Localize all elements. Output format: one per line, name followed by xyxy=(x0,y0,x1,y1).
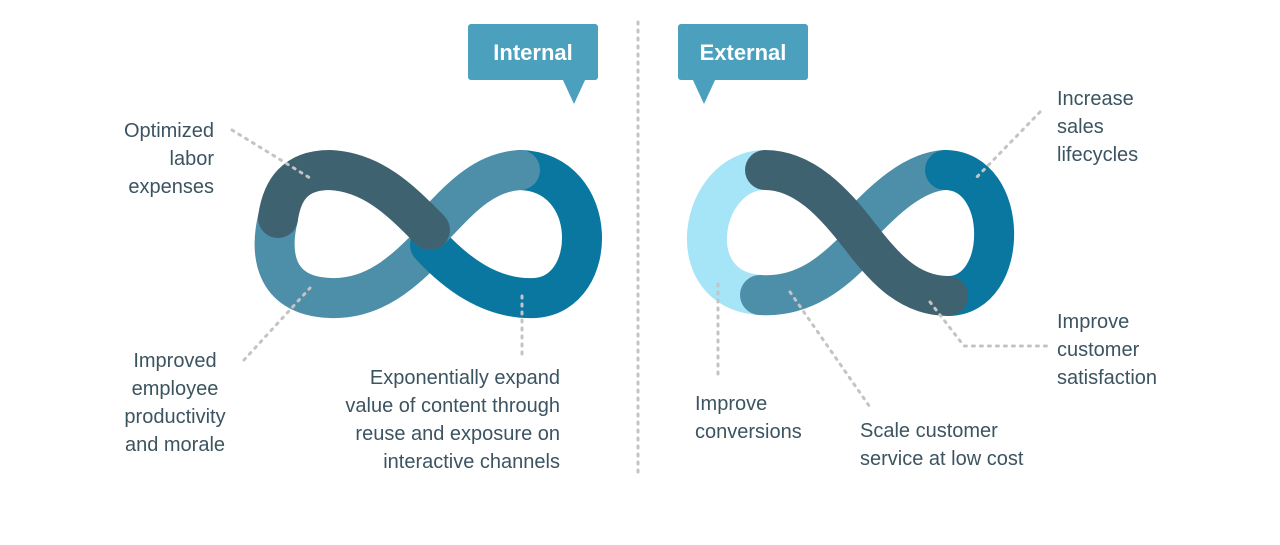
label-content-value: Exponentially expand value of content th… xyxy=(345,367,560,473)
internal-segment-right-outer xyxy=(410,150,602,319)
internal-title: Internal xyxy=(493,40,572,65)
internal-bubble: Internal xyxy=(468,24,598,104)
leader-labor xyxy=(230,128,312,180)
external-segment-left-light xyxy=(686,150,785,315)
leader-sales xyxy=(972,110,1042,182)
label-employee-productivity: Improved employee productivity and moral… xyxy=(124,350,226,456)
leader-employee xyxy=(242,286,312,362)
label-customer-satisfaction: Improve customer satisfaction xyxy=(1057,311,1158,389)
external-infinity xyxy=(686,150,1015,316)
internal-infinity xyxy=(254,149,602,319)
external-segment-cross xyxy=(745,150,968,316)
label-customer-service: Scale customer service at low cost xyxy=(860,420,1024,470)
leader-satisfaction xyxy=(928,300,1052,348)
leader-service xyxy=(788,290,874,412)
external-bubble: External xyxy=(678,24,808,104)
external-segment-right-outer xyxy=(925,150,1015,316)
internal-segment-left-top xyxy=(258,149,450,250)
label-sales-lifecycles: Increase sales lifecycles xyxy=(1057,88,1139,166)
internal-segment-left-bottom xyxy=(254,198,450,319)
label-labor-expenses: Optimized labor expenses xyxy=(123,120,214,198)
external-title: External xyxy=(700,40,787,65)
label-conversions: Improve conversions xyxy=(695,393,802,443)
external-segment-left-bottom xyxy=(740,230,875,316)
